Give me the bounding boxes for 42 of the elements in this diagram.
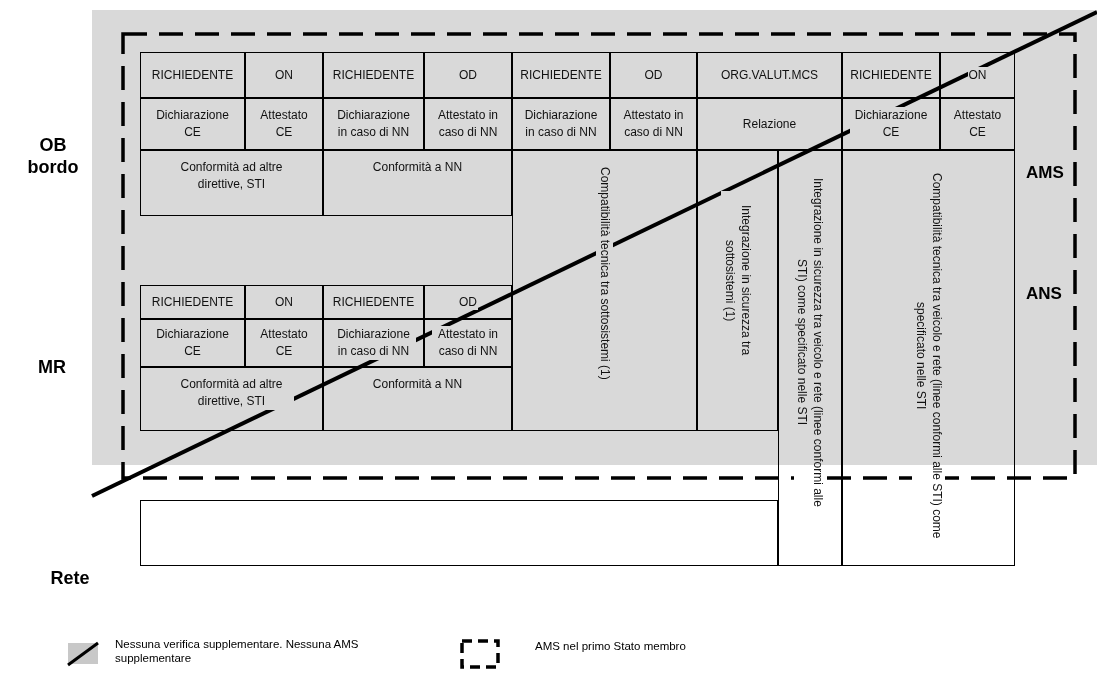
vertical-text-cell: Compatibilità tecnica tra sottosistemi (1) <box>512 150 697 431</box>
table-cell: Conformità ad altre direttive, STI <box>140 367 323 431</box>
row-label: MR <box>37 357 67 379</box>
table-cell: Conformità ad altre direttive, STI <box>140 150 323 216</box>
table-cell: Dichiarazione in caso di NN <box>323 98 424 150</box>
table-cell: ON <box>245 285 323 319</box>
table-cell: Dichiarazione CE <box>140 98 245 150</box>
table-cell: Attestato CE <box>940 98 1015 150</box>
table-cell: Dichiarazione CE <box>842 98 940 150</box>
vertical-text-cell: Integrazione in sicurezza tra veicolo e rete (linee conformi alle STI) come specificato nelle STI <box>778 150 842 566</box>
legend-text: AMS nel primo Stato membro <box>535 640 687 654</box>
table-cell: Attestato CE <box>245 319 323 367</box>
table-cell: OD <box>424 285 512 319</box>
empty-box <box>140 500 778 566</box>
table-cell: Attestato in caso di NN <box>610 98 697 150</box>
table-cell: RICHIEDENTE <box>140 52 245 98</box>
table-cell: Relazione <box>697 98 842 150</box>
table-cell: Dichiarazione in caso di NN <box>512 98 610 150</box>
table-cell: ON <box>940 52 1015 98</box>
row-label: ANS <box>1026 284 1063 305</box>
table-cell: OD <box>610 52 697 98</box>
table-cell: RICHIEDENTE <box>842 52 940 98</box>
table-cell: Conformità a NN <box>323 150 512 216</box>
table-cell: RICHIEDENTE <box>323 52 424 98</box>
row-label: Rete <box>49 568 91 590</box>
table-cell: OD <box>424 52 512 98</box>
table-cell: RICHIEDENTE <box>140 285 245 319</box>
table-cell: ON <box>245 52 323 98</box>
legend-text: Nessuna verifica supplementare. Nessuna AMS supplementare <box>115 638 360 666</box>
row-label: AMS <box>1026 163 1065 184</box>
vertical-text-cell: Compatibilità tecnica tra veicolo e rete (linee conformi alle STI) come specificato nelle STI <box>842 150 1015 566</box>
table-cell: Dichiarazione CE <box>140 319 245 367</box>
table-cell: RICHIEDENTE <box>512 52 610 98</box>
table-cell: Attestato in caso di NN <box>424 319 512 367</box>
row-label: OB bordo <box>26 135 80 179</box>
table-cell: ORG.VALUT.MCS <box>697 52 842 98</box>
vertical-text-cell: Integrazione in sicurezza tra sottosistemi (1) <box>697 150 778 431</box>
table-cell: Conformità a NN <box>323 367 512 431</box>
table-cell: RICHIEDENTE <box>323 285 424 319</box>
table-cell: Dichiarazione in caso di NN <box>323 319 424 367</box>
table-cell: Attestato in caso di NN <box>424 98 512 150</box>
table-cell: Attestato CE <box>245 98 323 150</box>
